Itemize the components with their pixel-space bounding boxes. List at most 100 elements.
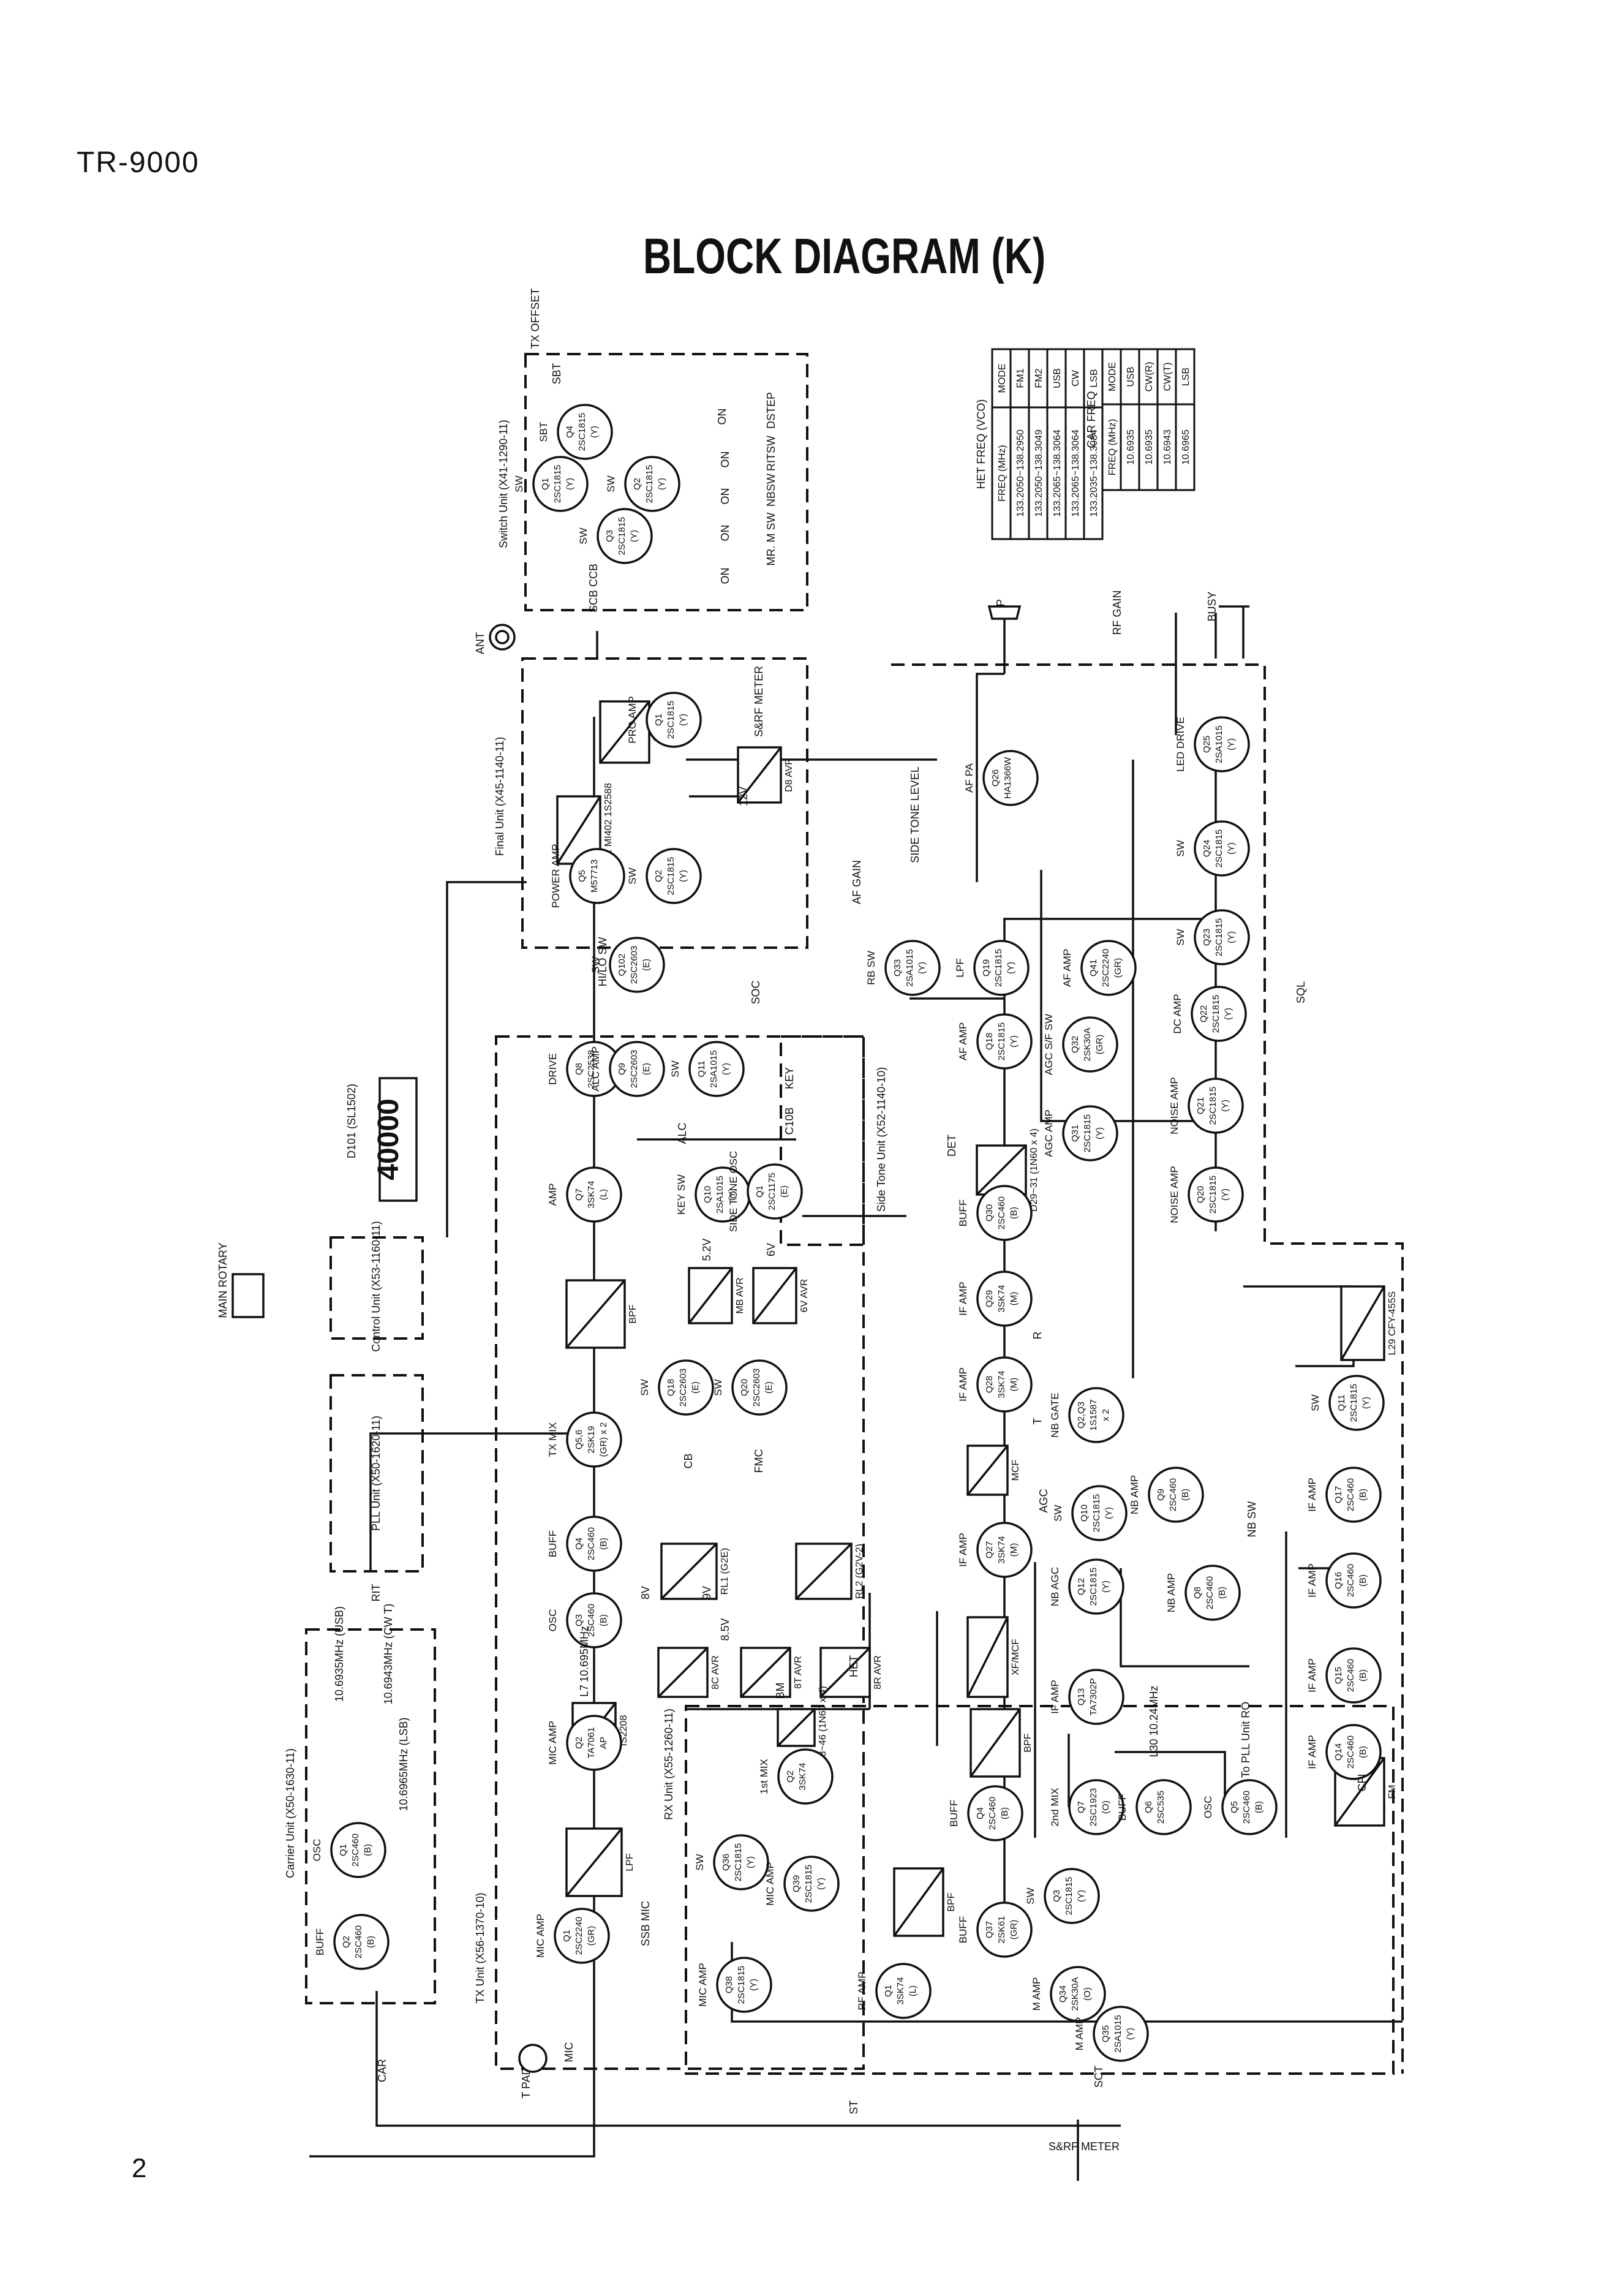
transistor-function: NB GATE bbox=[1049, 1392, 1061, 1437]
transistor-grade: (GR) bbox=[586, 1926, 597, 1946]
transistor-circle bbox=[731, 1359, 788, 1416]
block-diagonal bbox=[795, 1543, 853, 1600]
table-mode: CW bbox=[1071, 369, 1081, 387]
transistor-circle bbox=[1325, 1552, 1382, 1609]
label-five-2v: 5.2V bbox=[701, 1238, 713, 1261]
unit-box-tx bbox=[495, 1035, 865, 2070]
transistor-grade: (GR) x 2 bbox=[598, 1422, 609, 1457]
transistor-circle bbox=[646, 692, 702, 748]
wire-5 bbox=[369, 1432, 594, 1571]
transistor-part: 2SC2240 bbox=[1101, 949, 1111, 988]
transistor-ref: Q21 bbox=[1196, 1097, 1206, 1114]
transistor-function: SBT bbox=[538, 421, 549, 442]
transistor-ref: Q20 bbox=[739, 1379, 750, 1396]
label-eight-5v: 8.5V bbox=[719, 1618, 731, 1641]
transistor-part: 2SC1815 bbox=[993, 949, 1004, 988]
transistor-ref: Q2 bbox=[785, 1770, 796, 1783]
transistor-circle bbox=[609, 937, 665, 993]
transistor-ref: Q1 bbox=[562, 1930, 572, 1942]
transistor-function: 1st MIX bbox=[758, 1759, 770, 1794]
transistor-circle bbox=[1325, 1647, 1382, 1704]
table-mode: LSB bbox=[1181, 368, 1191, 386]
label-to-pll-ro: To PLL Unit RO bbox=[1240, 1702, 1252, 1778]
transistor-grade: (M) bbox=[1009, 1543, 1019, 1557]
transistor-function: BUFF bbox=[957, 1199, 969, 1226]
label-nbsw: NBSW bbox=[765, 474, 777, 507]
transistor-ref: Q32 bbox=[1070, 1036, 1080, 1053]
transistor-ref: Q3 bbox=[1052, 1890, 1062, 1902]
transistor-circle bbox=[609, 1041, 665, 1097]
table-value: 133.2050~138.3049 bbox=[1034, 429, 1044, 517]
transistor-ref: Q2 bbox=[341, 1936, 352, 1948]
transistor-ref: Q18 bbox=[984, 1033, 995, 1050]
transistor-circle bbox=[1328, 1375, 1385, 1431]
transistor-grade: (E) bbox=[641, 1063, 652, 1075]
transistor-circle bbox=[976, 1185, 1033, 1241]
table-cell bbox=[1083, 406, 1104, 540]
label-xtal-osc: 10.695MHz bbox=[578, 1626, 590, 1682]
transistor-function: KEY SW bbox=[676, 1174, 687, 1215]
transistor-function: AF AMP bbox=[957, 1022, 969, 1060]
block-lpf_final: LPF bbox=[599, 700, 663, 764]
block-bc_avr: 8C AVR bbox=[657, 1647, 721, 1698]
transistor-grade: (E) bbox=[690, 1381, 701, 1394]
block-mb_avr: MB AVR bbox=[688, 1267, 745, 1324]
speaker-icon bbox=[987, 605, 1022, 620]
transistor-ref: Q31 bbox=[1070, 1125, 1080, 1142]
transistor-part: 2SK30A bbox=[1070, 1977, 1080, 2011]
transistor-ref: Q12 bbox=[1076, 1578, 1086, 1595]
label-t: T bbox=[1031, 1418, 1044, 1425]
transistor-circle bbox=[1062, 1105, 1118, 1161]
block-diagonal bbox=[688, 1267, 733, 1324]
transistor-ref: Q23 bbox=[1202, 929, 1212, 946]
transistor-grade: (Y) bbox=[748, 1979, 759, 1991]
transistor-part: TA7061 bbox=[586, 1727, 597, 1758]
transistor-function: SW bbox=[578, 527, 589, 544]
transistor-ref: Q10 bbox=[702, 1186, 713, 1203]
unit-label-switch: Switch Unit (X41-1290-11) bbox=[497, 420, 510, 548]
label-sw-on-5: ON bbox=[716, 409, 728, 425]
transistor-circle bbox=[967, 1785, 1023, 1841]
page-number: 2 bbox=[132, 2153, 147, 2183]
label-xtal-cwt: 10.6943MHz (CW T) bbox=[382, 1604, 394, 1705]
transistor-circle bbox=[777, 1748, 834, 1805]
transistor-circle bbox=[1194, 909, 1250, 965]
transistor-function: SW bbox=[513, 475, 525, 492]
transistor-part: 2SC460 bbox=[1346, 1659, 1356, 1692]
transistor-function: NOISE AMP bbox=[1169, 1077, 1180, 1135]
table-cell bbox=[1046, 406, 1067, 540]
label-dstep: DSTEP bbox=[765, 392, 777, 429]
block-diagonal bbox=[970, 1708, 1021, 1778]
block-label: FM bbox=[1387, 1784, 1398, 1799]
block-diagonal bbox=[599, 700, 650, 764]
label-rf-gain: RF GAIN bbox=[1111, 590, 1123, 635]
label-af-gain: AF GAIN bbox=[851, 860, 863, 904]
transistor-ref: Q1 bbox=[338, 1844, 348, 1856]
transistor-grade: (B) bbox=[1000, 1807, 1010, 1819]
wire-16 bbox=[1120, 1568, 1249, 1667]
wire-13 bbox=[1040, 870, 1200, 1122]
transistor-ref: Q24 bbox=[1202, 840, 1212, 857]
label-rit: RIT bbox=[370, 1584, 382, 1602]
table-mode: MODE bbox=[1107, 362, 1118, 391]
transistor-function: BUFF bbox=[957, 1916, 969, 1943]
transistor-ref: Q5 bbox=[1229, 1801, 1240, 1813]
block-diagonal bbox=[1334, 1757, 1385, 1827]
transistor-function: SW bbox=[1052, 1505, 1064, 1521]
transistor-part: M57713 bbox=[589, 859, 600, 893]
block-label: LPF bbox=[625, 1853, 635, 1871]
